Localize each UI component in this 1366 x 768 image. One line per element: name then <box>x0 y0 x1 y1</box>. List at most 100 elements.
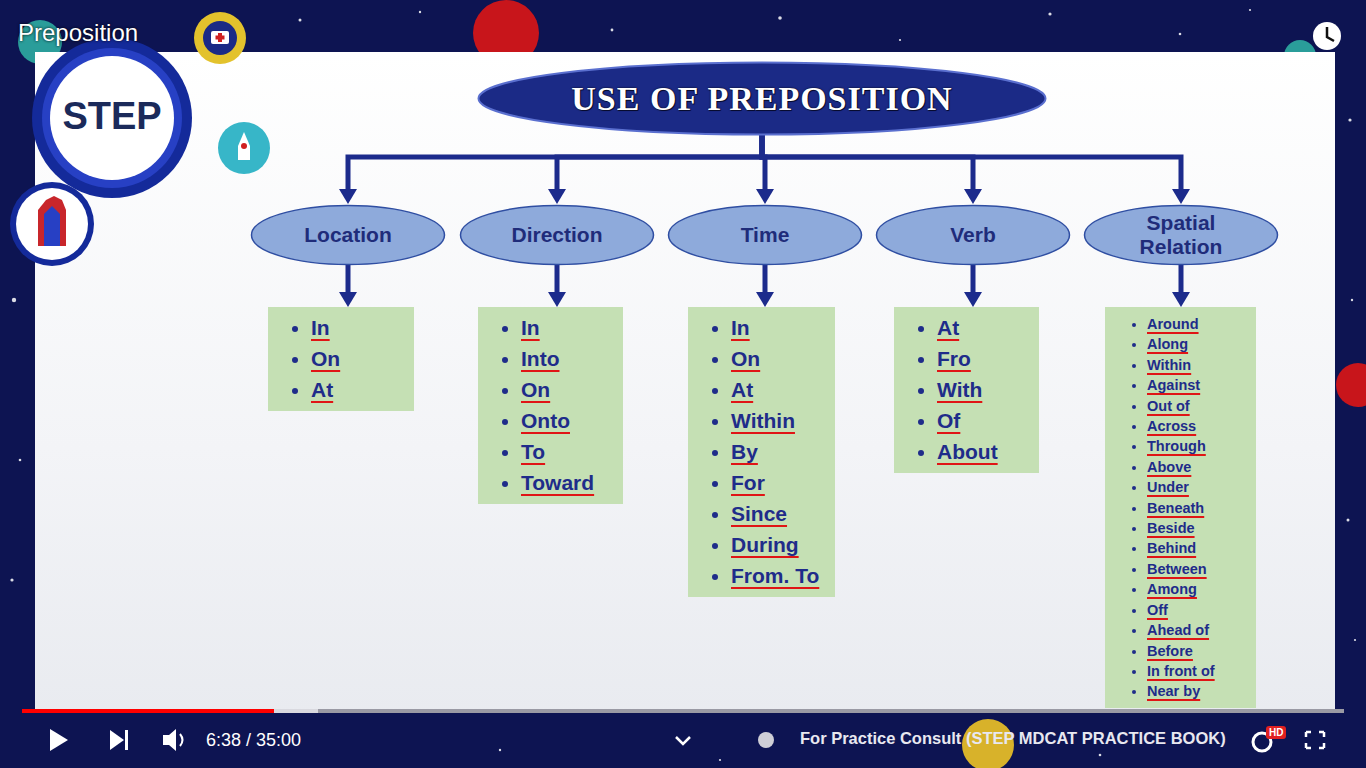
word-list-box: AroundAlongWithinAgainstOut ofAcrossThro… <box>1105 307 1256 708</box>
ellipse-text: USE OF PREPOSITION <box>571 80 952 118</box>
connector-line <box>971 265 976 294</box>
connector-line <box>348 135 762 191</box>
preposition-item: In <box>521 312 617 343</box>
preposition-item: Above <box>1147 457 1250 477</box>
connector <box>762 135 1190 204</box>
category-label: Direction <box>487 223 628 247</box>
preposition-item: In <box>731 312 829 343</box>
connector <box>339 265 357 307</box>
hd-badge: HD <box>1266 726 1286 739</box>
arrow-head <box>1172 189 1190 204</box>
connector <box>1172 265 1190 307</box>
preposition-item: Across <box>1147 416 1250 436</box>
connector-line <box>557 135 762 191</box>
ellipse-shape <box>877 206 1070 265</box>
connector-line <box>346 265 351 294</box>
preposition-item: From. To <box>731 560 829 591</box>
preposition-item: In <box>311 312 408 343</box>
arrow-head <box>548 292 566 307</box>
category-ellipse: Spatial Relation <box>1083 204 1279 266</box>
preposition-item: On <box>731 343 829 374</box>
preposition-item: Behind <box>1147 538 1250 558</box>
preposition-item: About <box>937 436 1033 467</box>
word-list: InIntoOnOntoToToward <box>478 307 623 504</box>
connector <box>762 135 982 204</box>
arrow-head <box>339 292 357 307</box>
preposition-item: Under <box>1147 477 1250 497</box>
preposition-item: On <box>521 374 617 405</box>
preposition-item: By <box>731 436 829 467</box>
connector-line <box>762 135 1181 191</box>
category-ellipse: Time <box>667 204 863 266</box>
preposition-item: Off <box>1147 600 1250 620</box>
preposition-item: Within <box>731 405 829 436</box>
logo-text: STEP <box>52 95 172 138</box>
category-ellipse: Verb <box>875 204 1071 266</box>
preposition-item: To <box>521 436 617 467</box>
diagram-heading: USE OF PREPOSITION <box>571 80 952 118</box>
preposition-item: Onto <box>521 405 617 436</box>
connector <box>548 135 762 204</box>
preposition-item: With <box>937 374 1033 405</box>
connector <box>339 135 762 204</box>
preposition-item: On <box>311 343 408 374</box>
category-ellipse: Direction <box>459 204 655 266</box>
preposition-item: Fro <box>937 343 1033 374</box>
word-list-box: InIntoOnOntoToToward <box>478 307 623 504</box>
category-ellipse: Location <box>250 204 446 266</box>
word-list-box: InOnAtWithinByForSinceDuringFrom. To <box>688 307 835 597</box>
preposition-item: Toward <box>521 467 617 498</box>
connector-line <box>763 265 768 294</box>
preposition-item: Of <box>937 405 1033 436</box>
connector <box>548 265 566 307</box>
preposition-item: During <box>731 529 829 560</box>
preposition-item: Against <box>1147 375 1250 395</box>
preposition-item: Through <box>1147 436 1250 456</box>
preposition-item: Before <box>1147 641 1250 661</box>
preposition-item: Near by <box>1147 681 1250 701</box>
preposition-item: Out of <box>1147 396 1250 416</box>
arrow-head <box>339 189 357 204</box>
word-list: InOnAtWithinByForSinceDuringFrom. To <box>688 307 835 597</box>
preposition-item: Among <box>1147 579 1250 599</box>
arrow-head <box>548 189 566 204</box>
ellipse-shape <box>669 206 862 265</box>
arrow-head <box>756 189 774 204</box>
video-title: Preposition <box>18 19 138 47</box>
category-label: Verb <box>903 223 1044 247</box>
connector-line <box>555 265 560 294</box>
preposition-item: Beside <box>1147 518 1250 538</box>
ellipse-text: Verb <box>903 223 1044 247</box>
arrow-head <box>1172 292 1190 307</box>
preposition-item: Around <box>1147 314 1250 334</box>
preposition-item: In front of <box>1147 661 1250 681</box>
preposition-item: Within <box>1147 355 1250 375</box>
ellipse-shape <box>479 63 1046 135</box>
category-label: Time <box>695 223 836 247</box>
word-list: AtFroWithOfAbout <box>894 307 1039 473</box>
category-label: Spatial Relation <box>1111 211 1252 259</box>
connector <box>964 265 982 307</box>
preposition-item: Between <box>1147 559 1250 579</box>
video-time: 6:38 / 35:00 <box>206 730 301 751</box>
connector <box>756 135 774 204</box>
preposition-item: Ahead of <box>1147 620 1250 640</box>
word-list-box: AtFroWithOfAbout <box>894 307 1039 473</box>
ellipse-shape <box>252 206 445 265</box>
preposition-item: At <box>937 312 1033 343</box>
connector-line <box>762 135 973 191</box>
preposition-item: At <box>731 374 829 405</box>
preposition-item: Along <box>1147 334 1250 354</box>
ellipse-text: Location <box>278 223 419 247</box>
category-label: Location <box>278 223 419 247</box>
ellipse-shape <box>461 206 654 265</box>
arrow-head <box>756 292 774 307</box>
ellipse-text: Spatial Relation <box>1111 211 1252 259</box>
connector-line <box>1179 265 1184 294</box>
ellipse-text: Direction <box>487 223 628 247</box>
banner-text: For Practice Consult (STEP MDCAT PRACTIC… <box>800 729 1226 748</box>
word-list-box: InOnAt <box>268 307 414 411</box>
preposition-item: At <box>311 374 408 405</box>
preposition-item: Beneath <box>1147 498 1250 518</box>
